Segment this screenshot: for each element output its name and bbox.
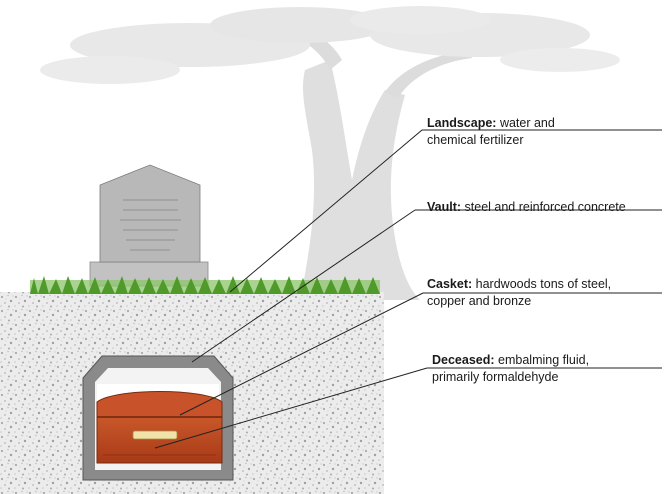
label-text: chemical fertilizer	[427, 133, 524, 147]
label-casket: Casket: hardwoods tons of steel, copper …	[427, 276, 611, 310]
label-deceased: Deceased: embalming fluid, primarily for…	[432, 352, 589, 386]
label-text: copper and bronze	[427, 294, 532, 308]
label-term: Deceased:	[432, 353, 495, 367]
headstone-illustration	[89, 164, 209, 287]
label-landscape: Landscape: water and chemical fertilizer	[427, 115, 555, 149]
label-text: water and	[496, 116, 555, 130]
leader-line-deceased	[154, 367, 428, 449]
label-text: primarily formaldehyde	[432, 370, 559, 384]
casket-illustration	[96, 391, 223, 464]
label-term: Casket:	[427, 277, 473, 291]
label-text: hardwoods tons of steel,	[472, 277, 612, 291]
label-text: steel and reinforced concrete	[461, 200, 626, 214]
tree-illustration	[40, 6, 620, 300]
leader-line-landscape	[229, 129, 423, 293]
label-text: embalming fluid,	[494, 353, 590, 367]
grass-strip	[30, 276, 380, 294]
label-vault: Vault: steel and reinforced concrete	[427, 199, 626, 216]
leader-line-casket	[179, 292, 424, 416]
label-term: Landscape:	[427, 116, 497, 130]
leader-lines	[154, 129, 662, 449]
label-term: Vault:	[427, 200, 462, 214]
leader-line-vault	[191, 209, 416, 363]
